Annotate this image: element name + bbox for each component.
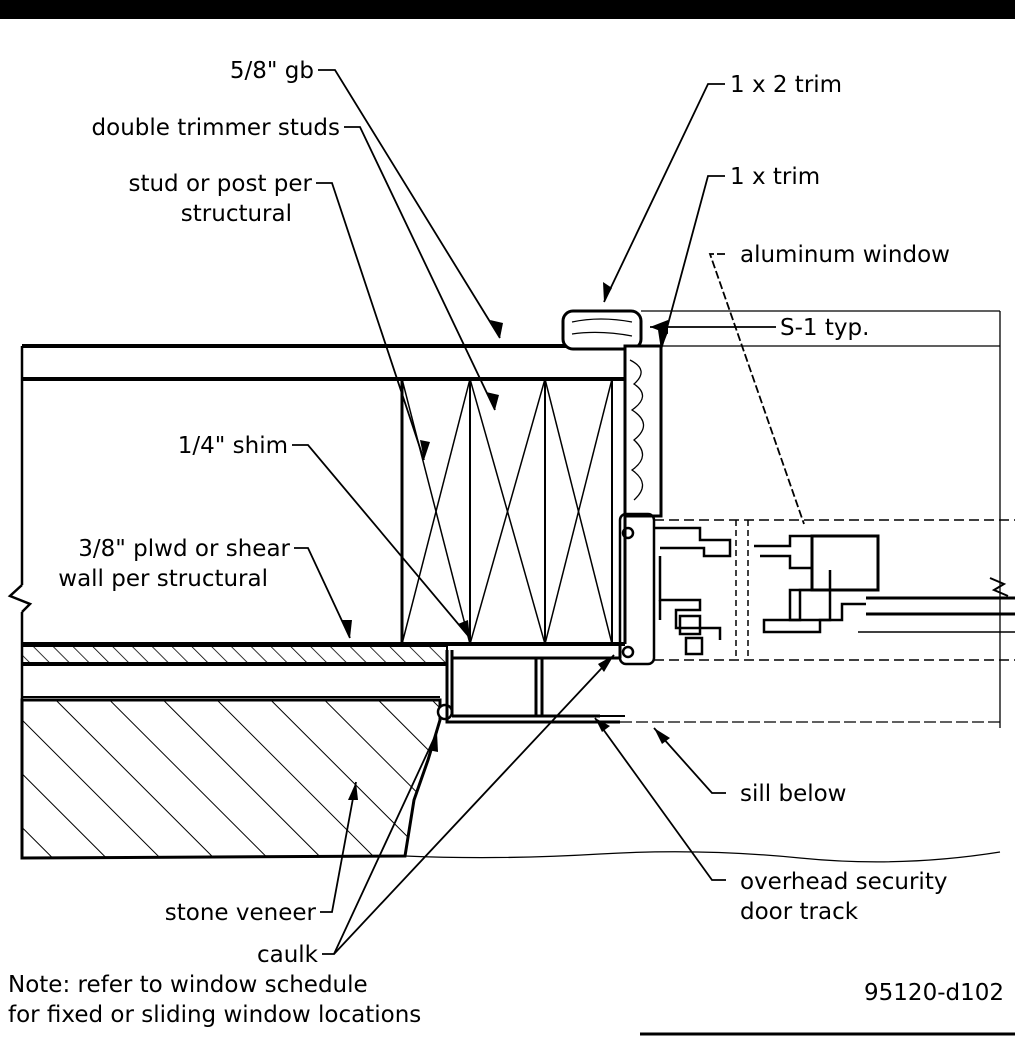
- label-trim-1x: 1 x trim: [730, 164, 820, 190]
- double-trimmer-studs: [400, 378, 613, 645]
- label-caulk: caulk: [257, 942, 319, 968]
- label-stud-post-1: stud or post per: [128, 171, 312, 197]
- note-line-1: Note: refer to window schedule: [8, 972, 368, 998]
- aluminum-window: [618, 512, 1015, 666]
- door-track-sill: [445, 644, 625, 724]
- caulk-bead: [436, 703, 454, 721]
- label-gb: 5/8" gb: [230, 58, 314, 84]
- projection-lines: [404, 310, 1001, 863]
- label-sill-below: sill below: [740, 781, 847, 807]
- stone-veneer: [20, 698, 442, 860]
- label-double-trimmer-studs: double trimmer studs: [92, 115, 340, 141]
- drawing-number: 95120-d102: [864, 980, 1004, 1006]
- plywood-sheathing: [21, 645, 448, 664]
- label-aluminum-window: aluminum window: [740, 242, 950, 268]
- label-stone-veneer: stone veneer: [165, 900, 317, 926]
- label-overhead-1: overhead security: [740, 869, 947, 895]
- label-plwd-1: 3/8" plwd or shear: [78, 536, 290, 562]
- note-line-2: for fixed or sliding window locations: [8, 1002, 421, 1028]
- leader-lines: [292, 69, 805, 955]
- arrowheads: [342, 282, 670, 800]
- label-trim-1x2: 1 x 2 trim: [730, 72, 842, 98]
- label-plwd-2: wall per structural: [58, 566, 268, 592]
- label-overhead-2: door track: [740, 899, 859, 925]
- trim-grain: [629, 359, 645, 501]
- label-shim: 1/4" shim: [178, 433, 288, 459]
- trim-1x: [623, 344, 663, 518]
- wood-grain: [571, 318, 633, 337]
- title-border-bar: [0, 0, 1015, 19]
- label-stud-post-2: structural: [181, 201, 292, 227]
- trim-1x2: [561, 309, 643, 351]
- label-s1-typ: S-1 typ.: [780, 315, 869, 341]
